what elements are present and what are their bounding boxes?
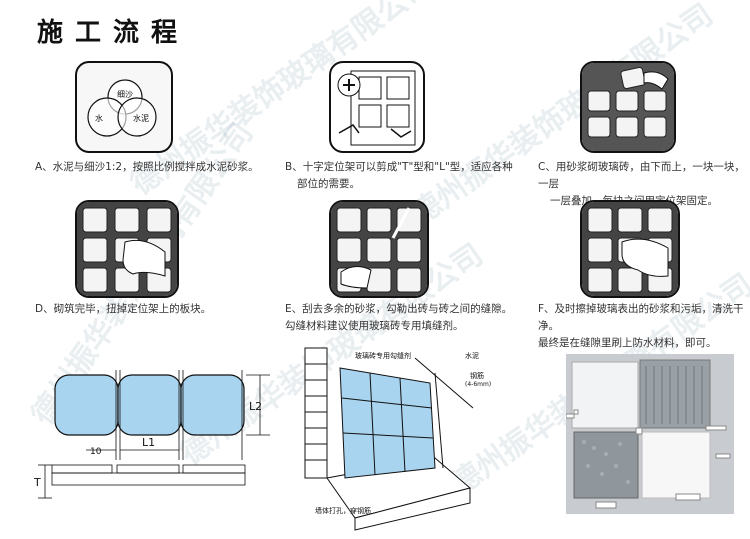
step-f-caption: F、及时擦掉玻璃表出的砂浆和污垢，清洗干净。 最终是在缝隙里刷上防水材料，即可。 xyxy=(538,303,744,349)
mixing-venn-diagram: 细沙 水 水泥 xyxy=(87,79,157,137)
step-d-illustration xyxy=(75,200,179,298)
venn-water-label: 水 xyxy=(95,113,103,123)
page-title: 施工流程 xyxy=(37,18,190,48)
step-e-caption: E、刮去多余的砂浆，勾勒出砖与砖之间的缝隙。 勾缝材料建议使用玻璃砖专用填缝剂。 xyxy=(285,303,513,332)
step-a-illustration: 细沙 水 水泥 xyxy=(75,61,173,153)
cleaning-blocks-sketch xyxy=(582,202,678,296)
removing-spacers-sketch xyxy=(77,202,177,296)
step-b-illustration xyxy=(329,61,425,153)
dim-t-label: T xyxy=(33,476,41,489)
wall-label-bottom: 墙体打孔，穿钢筋 xyxy=(315,506,371,515)
venn-cement-label: 水泥 xyxy=(133,113,149,123)
wall-label-cement: 水泥 xyxy=(465,351,479,360)
dim-ten-label: 10 xyxy=(90,447,102,457)
step-d-caption: D、砌筑完毕，扭掉定位架上的板块。 xyxy=(35,303,212,315)
glass-blocks-image xyxy=(566,354,734,514)
wall-label-agent: 玻璃砖专用勾缝剂 xyxy=(355,351,411,360)
step-b-caption: B、十字定位架可以剪成"T"型和"L"型，适应各种 部位的需要。 xyxy=(285,161,513,190)
glass-block-photo xyxy=(566,354,734,514)
dim-l2-label: L2 xyxy=(249,400,262,413)
step-c-illustration xyxy=(580,61,676,153)
wall-section-diagram: 玻璃砖专用勾缝剂 水泥 钢筋 (4-6mm) 墙体打孔，穿钢筋 xyxy=(304,347,491,531)
venn-sand-label: 细沙 xyxy=(117,89,133,99)
wall-label-rebar: 钢筋 xyxy=(470,371,484,380)
step-a-caption: A、水泥与细沙1:2，按照比例搅拌成水泥砂浆。 xyxy=(35,161,259,173)
dimension-diagram: L2 L1 10 T xyxy=(33,370,270,499)
step-f-illustration xyxy=(580,200,680,298)
laying-blocks-sketch xyxy=(582,63,674,151)
dim-l1-label: L1 xyxy=(142,436,155,449)
step-e-illustration xyxy=(329,200,429,298)
wall-label-rebar-spec: (4-6mm) xyxy=(465,381,491,388)
pointing-joints-sketch xyxy=(331,202,427,296)
spacer-cutting-sketch xyxy=(337,70,416,146)
